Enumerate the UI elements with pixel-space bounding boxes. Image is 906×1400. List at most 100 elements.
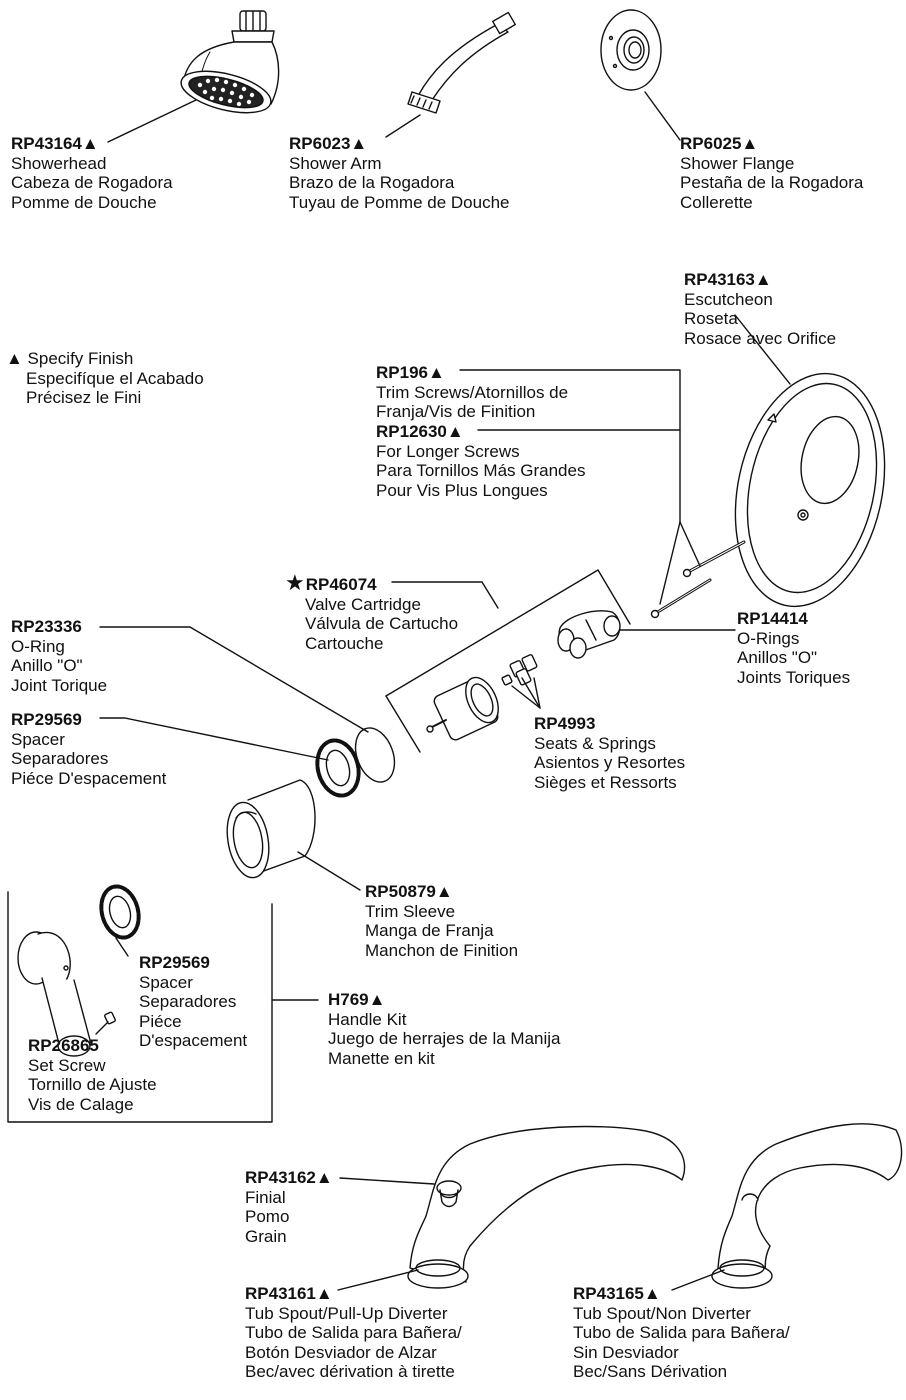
label-spacer: RP29569 Spacer Separadores Piéce D'espac… bbox=[11, 710, 166, 788]
label-trim-sleeve: RP50879▲ Trim Sleeve Manga de Franja Man… bbox=[365, 882, 518, 960]
label-shower-flange: RP6025▲ Shower Flange Pestaña de la Roga… bbox=[680, 134, 863, 212]
label-seats-springs: RP4993 Seats & Springs Asientos y Resort… bbox=[534, 714, 685, 792]
part-name-fr: Bec/Sans Dérivation bbox=[573, 1362, 728, 1381]
trim-screws-drawing bbox=[650, 540, 746, 619]
part-desc-line: Franja/Vis de Finition bbox=[376, 402, 536, 421]
part-desc-line: Para Tornillos Más Grandes bbox=[376, 461, 586, 480]
valve-cartridge-bracket bbox=[385, 569, 631, 697]
part-number: H769▲ bbox=[328, 990, 386, 1009]
label-trim-screws: RP196▲ Trim Screws/Atornillos de Franja/… bbox=[376, 363, 568, 422]
seats-springs-drawing bbox=[501, 654, 538, 686]
part-name-es-2: Sin Desviador bbox=[573, 1342, 679, 1362]
part-name-en: Trim Sleeve bbox=[365, 901, 456, 921]
part-name-en: Tub Spout/Pull-Up Diverter bbox=[245, 1303, 448, 1323]
part-name-fr: Joints Toriques bbox=[737, 667, 851, 687]
label-o-ring: RP23336 O-Ring Anillo "O" Joint Torique bbox=[11, 617, 107, 695]
part-name-es: Anillo "O" bbox=[11, 656, 83, 675]
note-line-es: Especifíque el Acabado bbox=[26, 368, 204, 388]
part-number: RP14414 bbox=[737, 609, 808, 628]
part-name-en: Finial bbox=[245, 1187, 286, 1207]
part-name-fr: Rosace avec Orifice bbox=[684, 328, 837, 348]
part-name-es: Juego de herrajes de la Manija bbox=[328, 1029, 561, 1048]
label-showerhead: RP43164▲ Showerhead Cabeza de Rogadora P… bbox=[11, 134, 173, 212]
escutcheon-drawing bbox=[734, 372, 886, 608]
label-tub-spout-diverter: RP43161▲ Tub Spout/Pull-Up Diverter Tubo… bbox=[245, 1284, 462, 1382]
label-o-rings: RP14414 O-Rings Anillos "O" Joints Toriq… bbox=[737, 609, 850, 687]
part-number: RP43164▲ bbox=[11, 134, 99, 153]
part-number: RP46074 bbox=[305, 575, 377, 594]
shower-arm-drawing bbox=[407, 11, 516, 114]
part-name-en: Escutcheon bbox=[684, 289, 773, 309]
label-longer-screws: RP12630▲ For Longer Screws Para Tornillo… bbox=[376, 422, 585, 500]
part-name-fr: Piéce D'espacement bbox=[11, 768, 167, 788]
specify-finish-note: ▲ Specify Finish Especifíque el Acabado … bbox=[6, 349, 204, 408]
kit-spacer-drawing bbox=[99, 884, 141, 940]
label-kit-spacer: RP29569 Spacer Separadores Piéce D'espac… bbox=[139, 953, 247, 1051]
part-name-en: O-Ring bbox=[11, 636, 65, 656]
part-desc-line: Spacer bbox=[139, 972, 193, 992]
part-number: RP6023▲ bbox=[289, 134, 368, 153]
part-number: RP43165▲ bbox=[573, 1284, 661, 1303]
trim-sleeve-drawing bbox=[226, 779, 316, 879]
part-number: RP43161▲ bbox=[245, 1284, 333, 1303]
part-number: RP43162▲ bbox=[245, 1168, 333, 1187]
part-number: RP6025▲ bbox=[680, 134, 759, 153]
part-name-fr: Manette en kit bbox=[328, 1048, 435, 1068]
part-name-en: Spacer bbox=[11, 729, 65, 749]
part-name-fr: Tuyau de Pomme de Douche bbox=[289, 192, 510, 212]
part-desc-line: Separadores bbox=[139, 992, 237, 1011]
label-tub-spout-non-diverter: RP43165▲ Tub Spout/Non Diverter Tubo de … bbox=[573, 1284, 790, 1382]
spacer-drawing bbox=[315, 738, 361, 798]
showerhead-drawing bbox=[180, 10, 280, 114]
part-number: RP29569 bbox=[139, 953, 210, 972]
part-number: RP43163▲ bbox=[684, 270, 772, 289]
star-icon: ★ bbox=[285, 570, 305, 595]
part-name-fr: Sièges et Ressorts bbox=[534, 772, 677, 792]
part-name-es: Brazo de la Rogadora bbox=[289, 173, 455, 192]
handle-drawing bbox=[17, 931, 91, 1057]
part-name-es: Pomo bbox=[245, 1207, 290, 1226]
part-name-fr: Bec/avec dérivation à tirette bbox=[245, 1362, 455, 1381]
part-name-es-2: Botón Desviador de Alzar bbox=[245, 1342, 437, 1362]
note-line-en: ▲ Specify Finish bbox=[6, 349, 134, 368]
part-name-en: Shower Arm bbox=[289, 153, 382, 173]
part-name-fr: Collerette bbox=[680, 192, 753, 212]
part-name-es: Manga de Franja bbox=[365, 921, 494, 940]
part-name-en: Valve Cartridge bbox=[305, 594, 421, 614]
valve-cartridge-drawing bbox=[426, 676, 499, 741]
tub-spout-diverter-drawing bbox=[407, 1125, 686, 1289]
part-name-es: Roseta bbox=[684, 309, 738, 328]
part-number: RP50879▲ bbox=[365, 882, 453, 901]
part-name-en: O-Rings bbox=[737, 628, 800, 648]
part-desc-line: Piéce bbox=[139, 1011, 182, 1031]
part-name-es: Anillos "O" bbox=[737, 648, 818, 667]
part-desc-line: Trim Screws/Atornillos de bbox=[376, 382, 569, 402]
part-name-fr: Vis de Calage bbox=[28, 1094, 134, 1114]
part-name-fr: Grain bbox=[245, 1226, 287, 1246]
note-line-fr: Précisez le Fini bbox=[26, 388, 142, 407]
label-valve-cartridge: ★RP46074 Valve Cartridge Válvula de Cart… bbox=[285, 572, 458, 653]
part-name-es: Cabeza de Rogadora bbox=[11, 173, 173, 192]
shower-flange-drawing bbox=[600, 9, 662, 91]
label-escutcheon: RP43163▲ Escutcheon Roseta Rosace avec O… bbox=[684, 270, 836, 348]
part-number: RP12630▲ bbox=[376, 422, 464, 441]
tub-spout-non-diverter-drawing bbox=[711, 1123, 903, 1289]
part-name-en: Showerhead bbox=[11, 153, 107, 173]
part-number: RP23336 bbox=[11, 617, 82, 636]
part-name-es: Separadores bbox=[11, 749, 109, 768]
part-name-en: Seats & Springs bbox=[534, 733, 656, 753]
part-name-en: Set Screw bbox=[28, 1055, 106, 1075]
part-number: RP4993 bbox=[534, 714, 596, 733]
o-rings-drawing bbox=[557, 610, 621, 659]
part-name-en: Tub Spout/Non Diverter bbox=[573, 1303, 751, 1323]
label-shower-arm: RP6023▲ Shower Arm Brazo de la Rogadora … bbox=[289, 134, 510, 212]
part-number: RP196▲ bbox=[376, 363, 445, 382]
part-name-fr: Joint Torique bbox=[11, 675, 108, 695]
label-set-screw: RP26865 Set Screw Tornillo de Ajuste Vis… bbox=[28, 1036, 157, 1114]
part-number: RP26865 bbox=[28, 1036, 99, 1055]
part-desc-line: For Longer Screws bbox=[376, 441, 520, 461]
part-number: RP29569 bbox=[11, 710, 82, 729]
part-name-fr: Manchon de Finition bbox=[365, 940, 519, 960]
part-desc-line: Pour Vis Plus Longues bbox=[376, 480, 548, 500]
label-finial: RP43162▲ Finial Pomo Grain bbox=[245, 1168, 333, 1246]
